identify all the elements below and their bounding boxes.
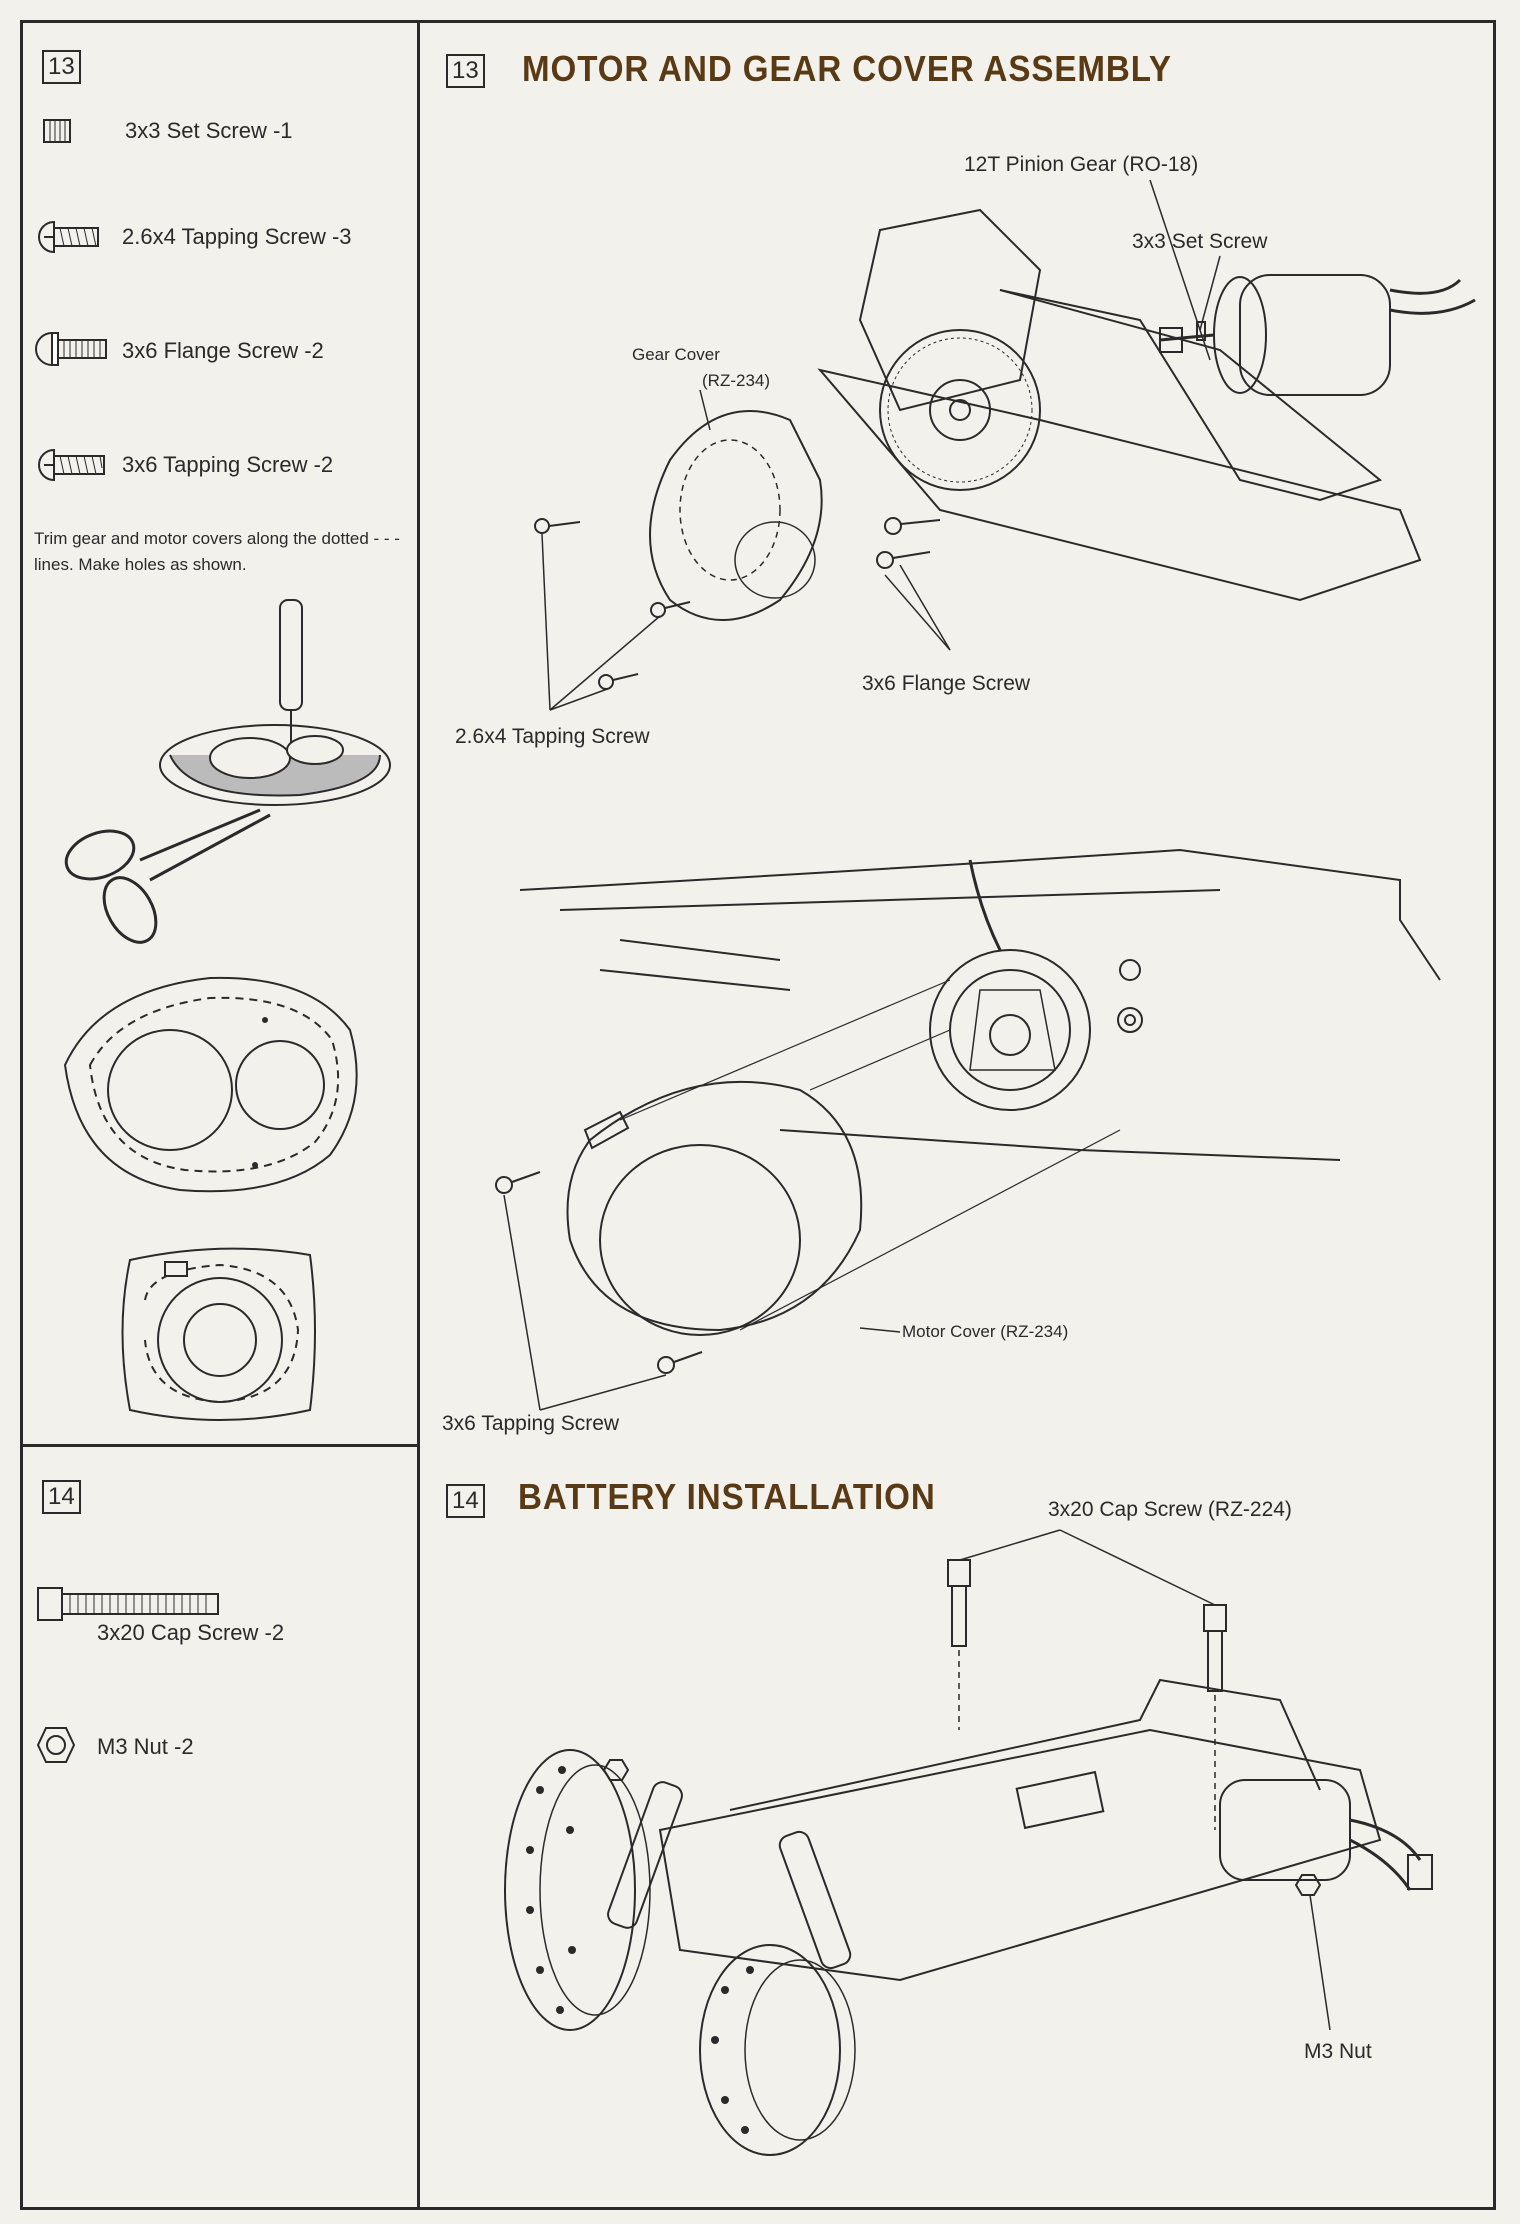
motor-cover-exploded-view [480,830,1480,1390]
step-14-number-box: 14 [42,1480,81,1514]
tapping-screw-icon [40,448,112,482]
callout-m3-nut: M3 Nut [1304,2040,1372,2063]
battery-installation-view [500,1530,1480,2180]
gear-cover-trim-template [60,970,370,1200]
step-14-title: BATTERY INSTALLATION [518,1476,936,1517]
left-section-divider [20,1444,420,1447]
callout-gear-cover-part: (RZ-234) [702,371,771,390]
callout-pinion-gear: 12T Pinion Gear (RO-18) [964,153,1199,176]
flange-screw-icon [38,331,114,367]
part-label-tapping-screw-26x4: 2.6x4 Tapping Screw -3 [122,224,352,249]
trim-instruction-note: Trim gear and motor covers along the dot… [34,529,400,574]
callout-motor-cover: Motor Cover (RZ-234) [902,1322,1069,1341]
part-label-tapping-screw-3x6: 3x6 Tapping Screw -2 [122,452,334,477]
set-screw-icon [42,118,72,146]
motor-cover-trim-template [110,1240,330,1430]
step-13-title: MOTOR AND GEAR COVER ASSEMBLY [522,48,1172,89]
page-frame [20,20,1496,2210]
part-label-cap-screw: 3x20 Cap Screw -2 [97,1620,285,1645]
callout-tapping-screw-3x6: 3x6 Tapping Screw [442,1412,620,1435]
part-label-m3-nut: M3 Nut -2 [97,1734,194,1759]
part-label-set-screw: 3x3 Set Screw -1 [125,118,293,143]
part-label-flange-screw: 3x6 Flange Screw -2 [122,338,324,363]
callout-tapping-screw-26x4: 2.6x4 Tapping Screw [455,725,650,748]
hex-nut-icon [36,1725,76,1765]
motor-gear-cover-exploded-view [520,180,1480,740]
step-13-number-box: 13 [42,50,81,84]
callout-gear-cover: Gear Cover [632,345,720,364]
step-13-badge: 13 [446,54,485,88]
trim-cover-illustration [60,590,390,950]
cap-screw-icon [36,1586,222,1622]
callout-cap-screw: 3x20 Cap Screw (RZ-224) [1048,1498,1292,1521]
callout-flange-screw: 3x6 Flange Screw [862,672,1031,695]
step-14-badge: 14 [446,1484,485,1518]
tapping-screw-icon [40,220,112,254]
callout-set-screw: 3x3 Set Screw [1132,230,1268,253]
column-divider [417,20,420,2210]
